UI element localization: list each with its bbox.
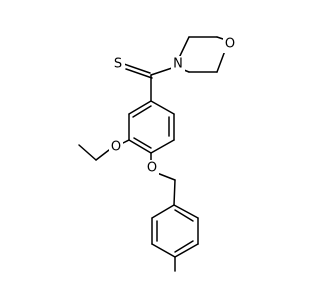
nitrogen-atom-label: N: [173, 57, 183, 72]
nitrogen-atom: N: [171, 56, 185, 73]
ethoxy-group-bonds: [78, 139, 130, 161]
morpholine-oxygen-label: O: [225, 37, 235, 52]
thioamide-c-n-bond: [150, 67, 173, 76]
sulfur-atom: S: [112, 56, 125, 72]
benzyloxy-oxygen-label: O: [147, 161, 157, 176]
molecule-structure-drawing: S N O O O: [78, 36, 237, 272]
tolyl-benzene-ring-bonds: [151, 204, 199, 258]
benzyloxy-oxygen-atom: O: [145, 160, 159, 177]
morpholine-ring-bonds: [177, 36, 227, 73]
sulfur-atom-label: S: [114, 57, 122, 72]
thiocarbonyl-double-bond: [123, 63, 153, 79]
central-benzene-ring-bonds: [128, 100, 175, 154]
ethoxy-oxygen-atom: O: [109, 139, 123, 156]
ethoxy-oxygen-label: O: [111, 140, 121, 155]
morpholine-oxygen-atom: O: [223, 36, 237, 53]
